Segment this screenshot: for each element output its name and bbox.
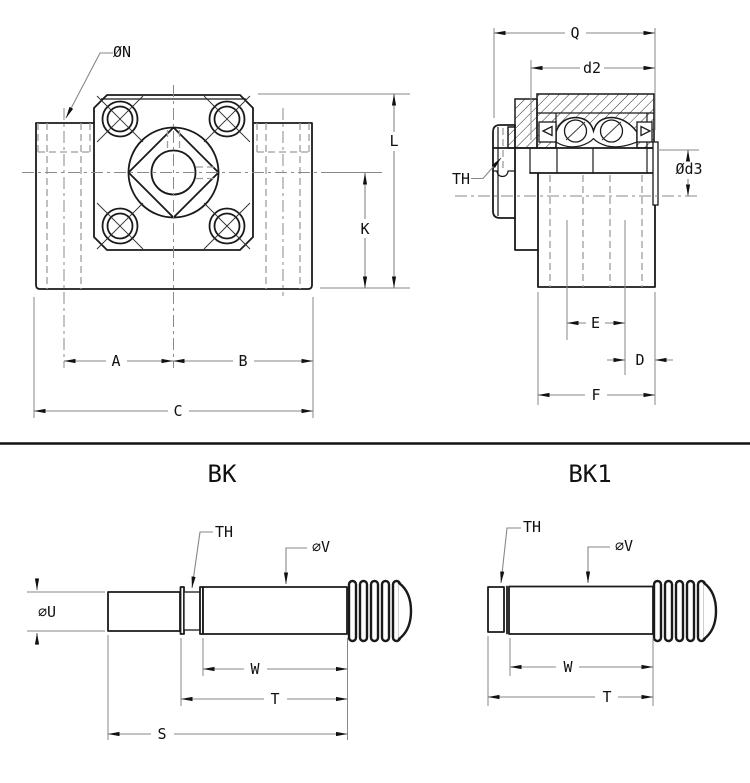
dim-label-bk-total-len: S xyxy=(157,725,166,743)
dim-label-bk-end-dia: ∅U xyxy=(38,603,56,621)
front-view: ØN L K A B C xyxy=(22,43,410,420)
dim-label-bk-journal-len: W xyxy=(250,660,260,678)
dim-label-bolt-hole-dia: ØN xyxy=(113,43,131,61)
dim-label-bk1-thread: TH xyxy=(523,518,541,536)
bk1-title: BK1 xyxy=(568,460,611,488)
bolt-hole xyxy=(203,95,251,143)
bk-geometry xyxy=(107,579,413,643)
bolt-hole xyxy=(203,202,251,250)
front-view-bolt-holes xyxy=(96,95,251,250)
dim-label-bk1-step-len: T xyxy=(602,688,611,706)
front-view-centerlines xyxy=(22,85,332,368)
seal-right xyxy=(636,121,653,143)
side-view-geometry xyxy=(455,93,700,288)
dim-label-pilot-depth: d2 xyxy=(583,59,601,77)
bolt-hole xyxy=(96,202,144,250)
thread-end xyxy=(347,579,413,643)
side-view-dimensions: Q d2 TH Ød3 E D F xyxy=(452,24,703,405)
dim-label-edge-offset: D xyxy=(635,351,644,369)
dim-label-bk1-journal-len: W xyxy=(563,658,573,676)
dim-label-thread-side: TH xyxy=(452,170,470,188)
front-view-dimensions: ØN L K A B C xyxy=(33,43,410,420)
bk1-geometry xyxy=(487,579,718,643)
bk-shaft-view: BK TH ∅V xyxy=(27,460,413,743)
dim-label-center-height: K xyxy=(360,220,369,238)
dim-label-bk-journal-dia: ∅V xyxy=(312,538,330,556)
dim-label-total-width: C xyxy=(173,402,182,420)
seal-left xyxy=(538,121,557,143)
thread-end xyxy=(652,579,718,643)
dim-label-shaft-dia: Ød3 xyxy=(675,160,702,178)
dim-label-hole-span: E xyxy=(591,314,600,332)
housing-section xyxy=(536,93,655,149)
dim-label-total-depth: Q xyxy=(570,24,579,42)
dim-label-bk1-journal-dia: ∅V xyxy=(615,537,633,555)
dim-label-bk-step-len: T xyxy=(270,690,279,708)
bk1-shaft-view: BK1 TH ∅V W xyxy=(487,460,718,706)
side-section-view: Q d2 TH Ød3 E D F xyxy=(452,24,703,405)
bolt-hole xyxy=(96,95,144,143)
dim-label-bk-thread: TH xyxy=(215,523,233,541)
dim-label-span-right: B xyxy=(238,352,247,370)
bk-dimensions: TH ∅V ∅U W T S xyxy=(27,523,348,743)
bk-title: BK xyxy=(208,460,237,488)
dim-label-span-left: A xyxy=(111,352,120,370)
dim-label-total-height: L xyxy=(389,132,398,150)
dim-label-body-depth: F xyxy=(591,386,600,404)
bk1-dimensions: TH ∅V W T xyxy=(487,518,654,706)
